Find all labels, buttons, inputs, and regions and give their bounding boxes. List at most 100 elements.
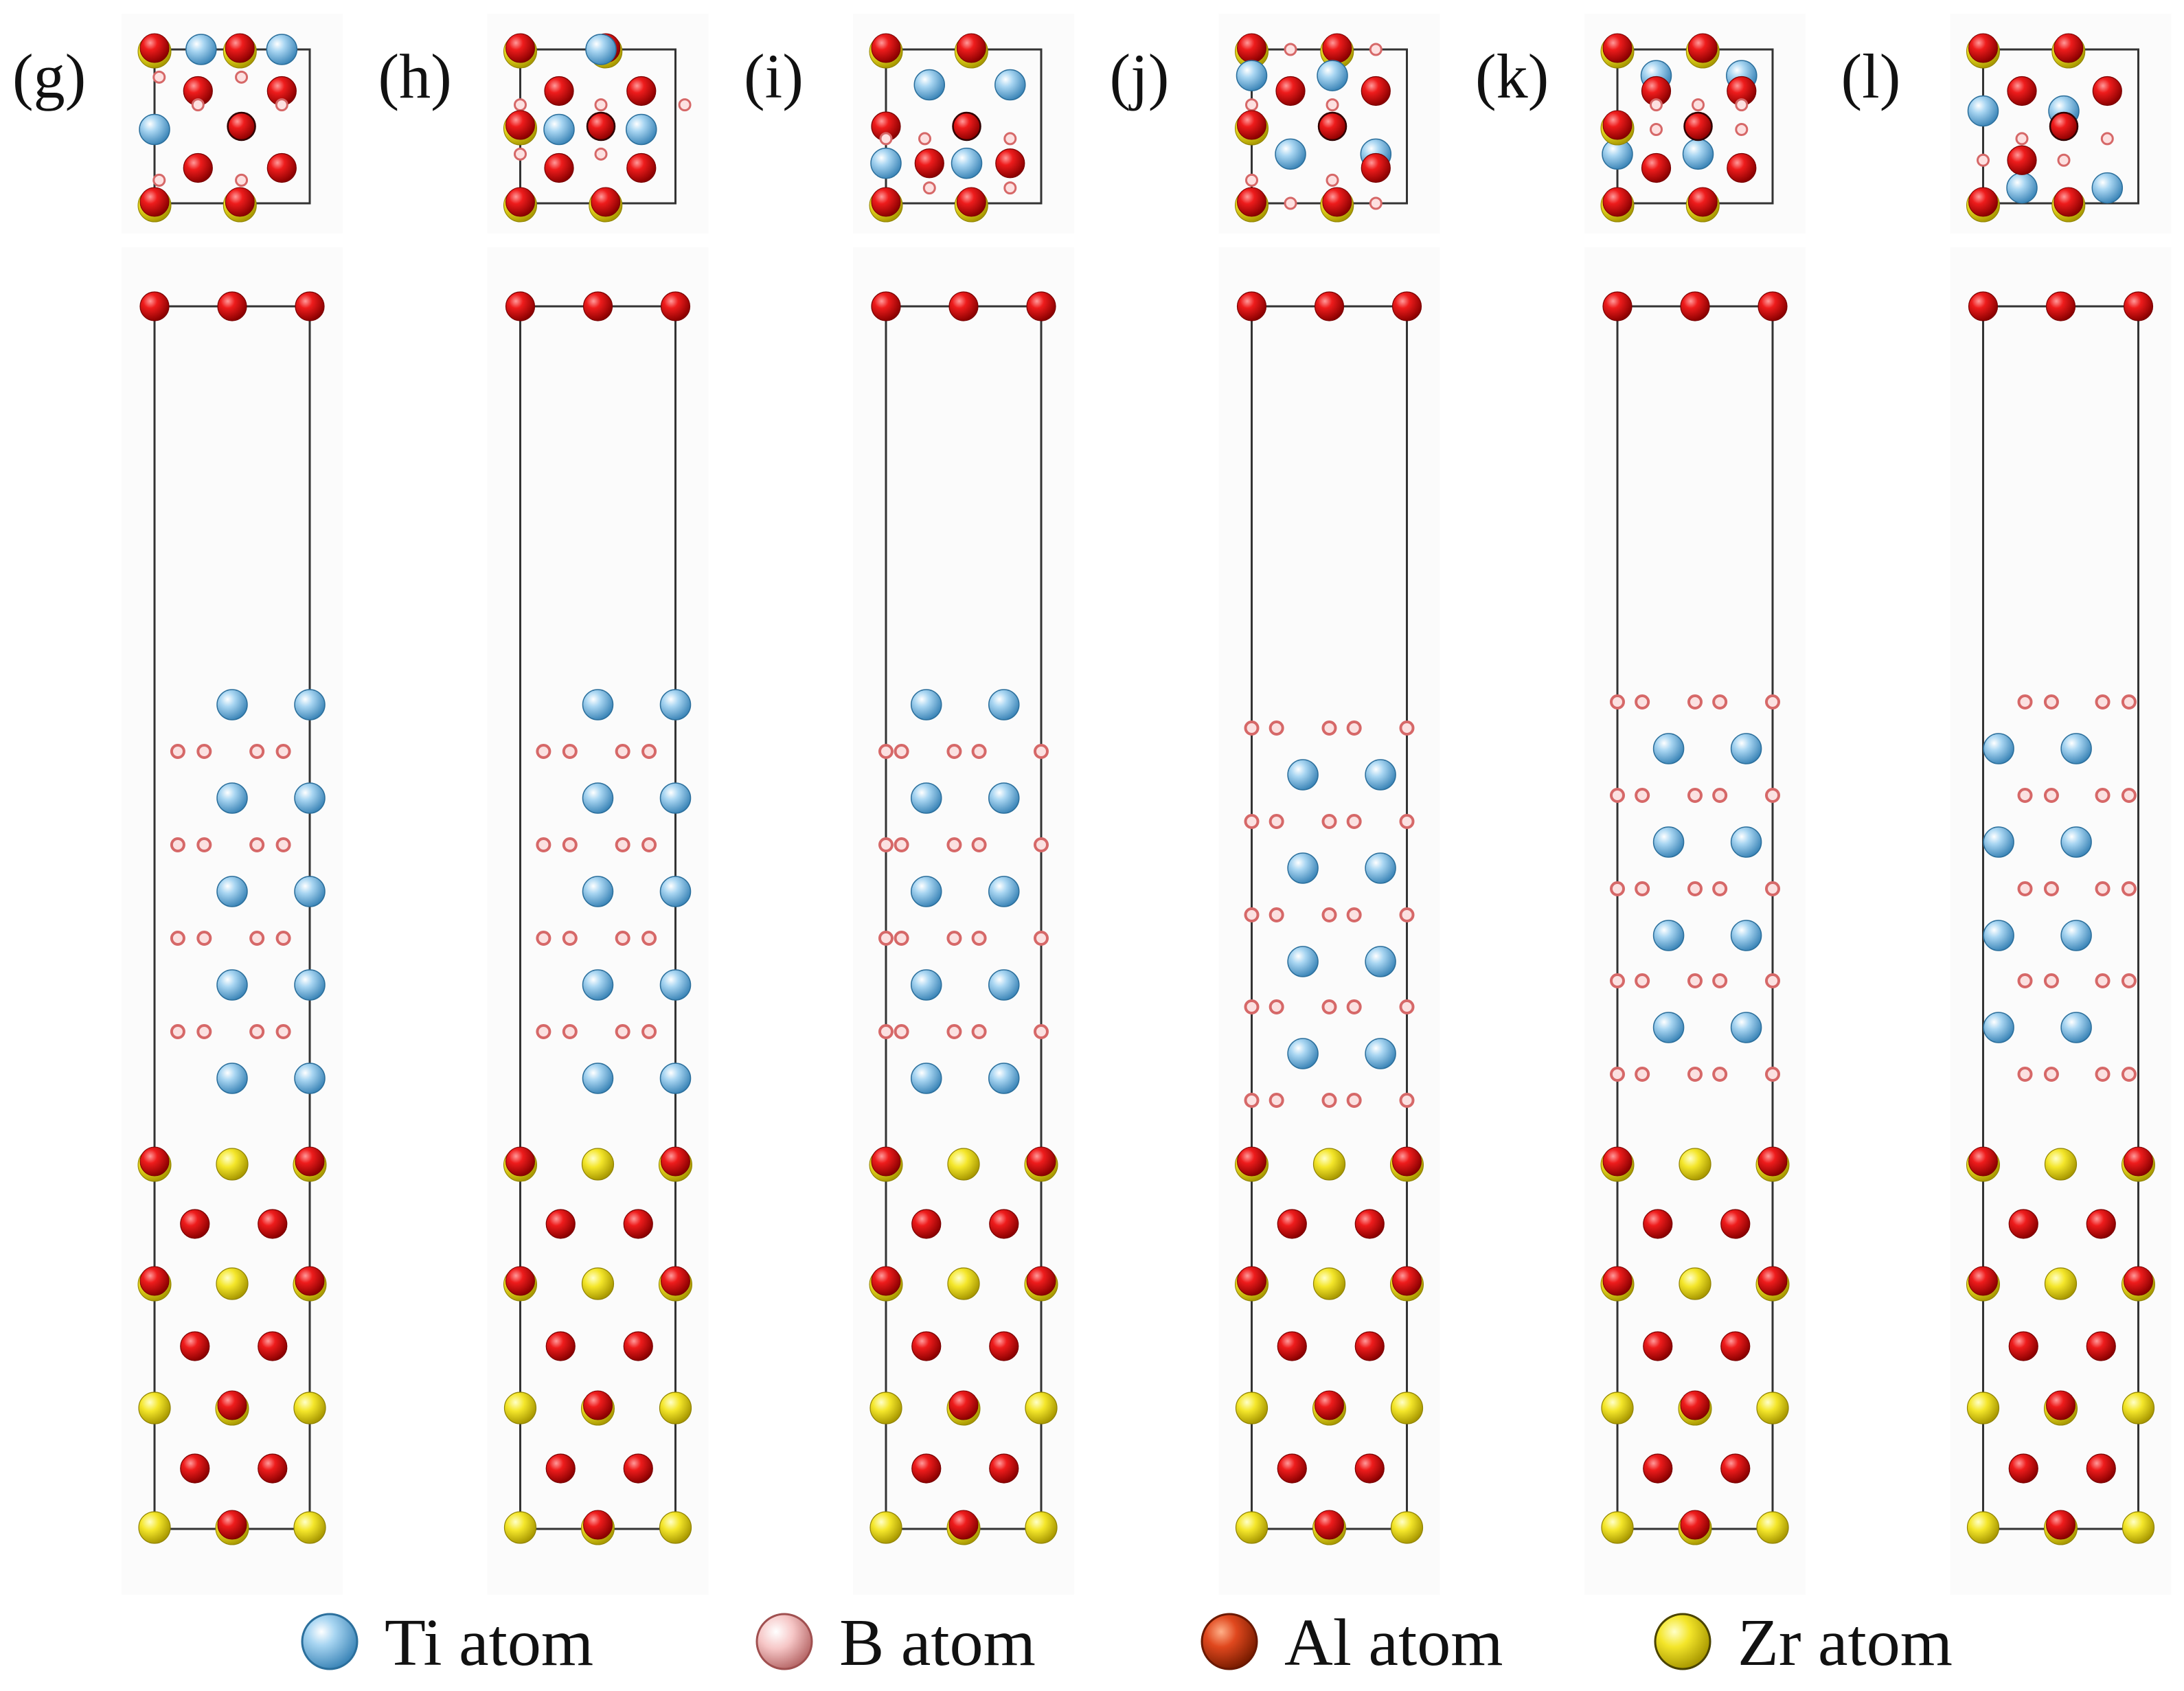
- zr-atom: [216, 1148, 249, 1181]
- b-atom: [2121, 694, 2137, 710]
- b-atom: [1735, 98, 1749, 112]
- zr-atom: [1025, 1511, 1058, 1544]
- b-atom: [514, 98, 527, 112]
- b-atom: [1399, 999, 1415, 1014]
- ti-atom: [1652, 1012, 1685, 1043]
- b-atom: [196, 837, 212, 852]
- zr-atom: [1966, 1392, 2000, 1425]
- red-zr-atom: [1600, 1146, 1635, 1182]
- zr-atom-swatch-icon: [1654, 1613, 1711, 1670]
- side-view-background: [853, 247, 1074, 1595]
- b-atom: [594, 147, 608, 161]
- b-atom: [2043, 1067, 2059, 1082]
- red-atom: [582, 291, 613, 321]
- b-atom: [971, 931, 987, 946]
- b-atom: [249, 931, 265, 946]
- panels-layer: (g)(h)(i)(j)(k)(l): [12, 14, 2172, 1595]
- red-atom: [217, 291, 247, 321]
- b-atom: [2017, 788, 2033, 803]
- zr-atom: [1601, 1392, 1634, 1425]
- b-atom: [2121, 881, 2137, 896]
- red-atom: [1277, 1331, 1307, 1361]
- b-atom: [1321, 907, 1337, 922]
- b-atom: [615, 1024, 630, 1039]
- red-zr-atom: [1320, 187, 1354, 223]
- b-atom: [2043, 694, 2059, 710]
- ti-atom: [659, 969, 692, 1001]
- film-layers: [1610, 694, 1780, 1082]
- zr-atom: [869, 1511, 902, 1544]
- red-atom: [995, 148, 1025, 179]
- b-atom: [1735, 122, 1749, 136]
- ti-atom: [216, 782, 248, 814]
- ti-atom: [1983, 733, 2014, 764]
- b-atom: [1399, 1093, 1415, 1108]
- substrate-layers: [1235, 1146, 1424, 1545]
- red-zr-atom: [1235, 1146, 1269, 1182]
- ti-atom: [185, 34, 217, 65]
- top-atom-row: [1236, 291, 1422, 321]
- b-atom: [2017, 694, 2033, 710]
- red-atom: [871, 291, 901, 321]
- b-atom: [2043, 973, 2059, 988]
- zr-atom: [1390, 1392, 1424, 1425]
- panel-i: (i): [744, 14, 1074, 1595]
- b-atom: [1765, 1067, 1780, 1082]
- b-atom: [562, 1024, 578, 1039]
- red-zr-atom: [1312, 1510, 1346, 1545]
- legend-label: Zr atom: [1738, 1606, 1953, 1680]
- b-atom: [1269, 720, 1284, 736]
- red-zr-atom: [581, 1510, 615, 1545]
- b-atom: [1321, 1093, 1337, 1108]
- b-atom: [1244, 907, 1260, 922]
- zr-atom: [138, 1392, 171, 1425]
- red-zr-atom: [503, 110, 537, 146]
- b-atom: [946, 931, 962, 946]
- ti-atom: [582, 969, 614, 1001]
- b-atom: [615, 931, 630, 946]
- b-atom: [641, 931, 657, 946]
- b-atom: [1321, 814, 1337, 829]
- substrate-layers: [1966, 1146, 2155, 1545]
- ti-atom: [994, 69, 1026, 101]
- b-atom: [1321, 720, 1337, 736]
- red-zr-atom: [503, 1146, 537, 1182]
- b-atom: [275, 1024, 291, 1039]
- zr-atom: [581, 1148, 615, 1181]
- al-atom: [1317, 111, 1347, 141]
- b-atom: [196, 1024, 212, 1039]
- top-view-atoms: [1966, 33, 2124, 223]
- red-atom: [623, 1331, 653, 1361]
- ti-atom: [626, 113, 657, 146]
- red-zr-atom: [1235, 33, 1269, 69]
- top-atom-row: [1602, 291, 1788, 321]
- panel-j: (j): [1110, 14, 1440, 1595]
- red-zr-atom: [1600, 33, 1635, 69]
- red-zr-atom: [946, 1390, 981, 1426]
- red-atom: [2008, 1453, 2038, 1484]
- panel-label: (l): [1841, 41, 1901, 111]
- b-atom: [1712, 973, 1728, 988]
- zr-atom: [2044, 1148, 2078, 1181]
- b-atom: [275, 744, 291, 759]
- b-atom: [1245, 98, 1258, 112]
- ti-atom: [911, 1063, 942, 1094]
- b-atom: [1692, 98, 1705, 112]
- b-atom: [2017, 881, 2033, 896]
- b-atom: [2043, 881, 2059, 896]
- al-atom: [227, 111, 256, 141]
- red-zr-atom: [1600, 187, 1635, 223]
- b-atom: [1369, 196, 1383, 210]
- red-zr-atom: [503, 187, 537, 223]
- b-atom: [2015, 132, 2029, 146]
- b-atom: [152, 173, 166, 187]
- red-zr-atom: [1678, 1510, 1712, 1545]
- red-zr-atom: [869, 33, 903, 69]
- red-zr-atom: [1685, 33, 1720, 69]
- zr-atom: [659, 1392, 692, 1425]
- b-atom: [536, 837, 551, 852]
- b-atom: [1635, 881, 1650, 896]
- substrate-layers: [1600, 1146, 1790, 1545]
- b-atom: [235, 70, 249, 84]
- b-atom: [1326, 173, 1339, 187]
